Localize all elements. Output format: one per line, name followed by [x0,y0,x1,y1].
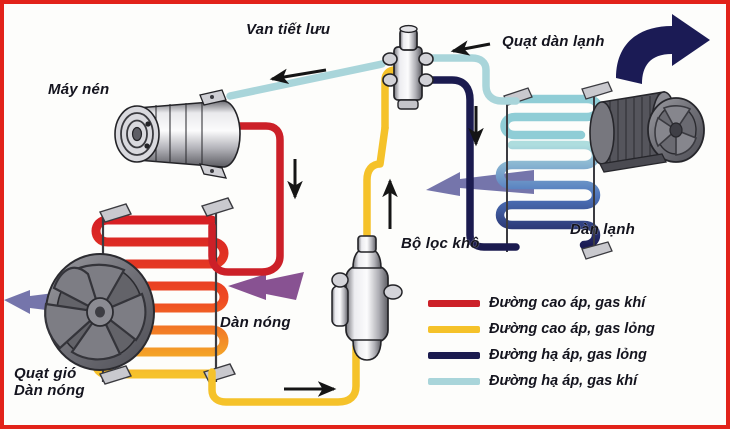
legend-swatch-low-pressure-liquid [428,351,480,359]
line-low-pressure-gas [226,54,520,105]
diagram-stage: Van tiết lưu Máy nén Quạt dàn lạnh Dàn l… [4,4,726,425]
legend-item: Đường hạ áp, gas khí [428,368,710,394]
legend-swatch-high-pressure-gas [428,299,480,307]
legend-label-low-pressure-gas: Đường hạ áp, gas khí [489,373,638,389]
compressor-unit [114,89,241,179]
receiver-dryer-unit [331,235,403,361]
cabin-outlet-airflow-arrow [616,14,710,84]
evaporator-blower-unit [589,91,705,173]
condenser-fan-unit [44,253,155,371]
label-receiver-dryer: Bộ lọc khô [401,235,480,252]
legend: Đường cao áp, gas khí Đường cao áp, gas … [428,290,710,394]
label-evaporator-blower: Quạt dàn lạnh [502,33,605,50]
legend-label-high-pressure-liquid: Đường cao áp, gas lỏng [489,321,655,337]
legend-item: Đường cao áp, gas khí [428,290,710,316]
legend-swatch-low-pressure-gas [428,377,480,385]
flow-arrow-to-valve-right [450,40,491,56]
legend-label-high-pressure-gas: Đường cao áp, gas khí [489,295,646,311]
legend-swatch-high-pressure-liquid [428,325,480,333]
label-evaporator: Dàn lạnh [570,221,635,238]
label-condenser: Dàn nóng [220,314,291,331]
condenser-outlet-airflow-arrow [228,272,304,300]
label-condenser-fan: Quạt gió Dàn nóng [14,365,85,399]
flow-direction-arrows [269,40,491,397]
label-compressor: Máy nén [48,81,110,98]
line-high-pressure-gas [208,122,284,276]
flow-arrow-to-compressor [269,68,327,85]
expansion-valve-unit [382,24,434,110]
label-expansion-valve: Van tiết lưu [246,21,331,38]
legend-label-low-pressure-liquid: Đường hạ áp, gas lỏng [489,347,647,363]
legend-item: Đường hạ áp, gas lỏng [428,342,710,368]
line-low-pressure-liquid [419,76,520,251]
diagram-artwork [4,14,710,406]
legend-item: Đường cao áp, gas lỏng [428,316,710,342]
